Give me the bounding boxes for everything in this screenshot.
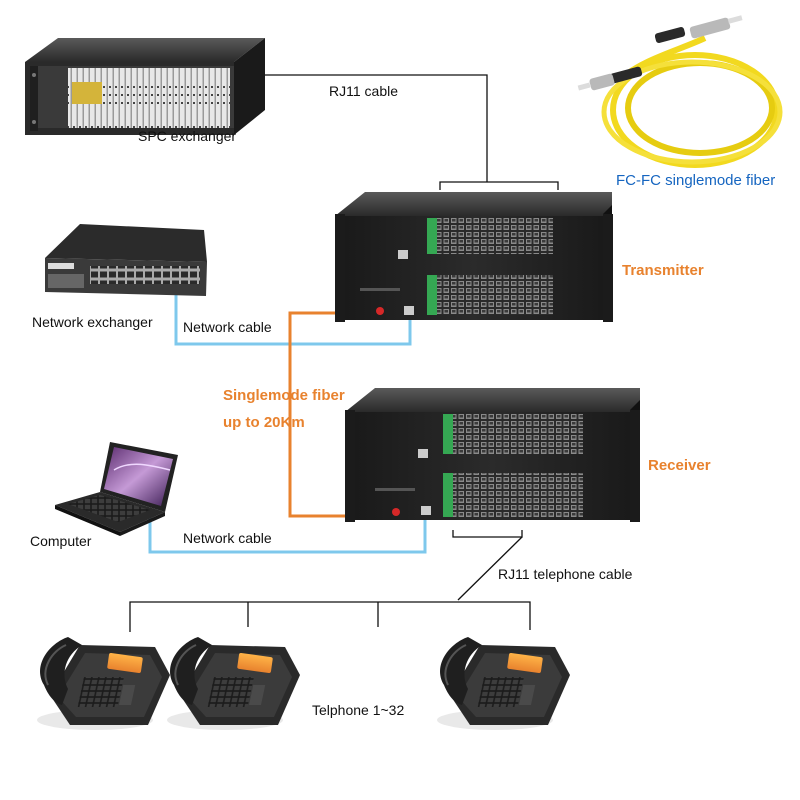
laptop-icon — [55, 442, 178, 536]
fiber-distance-label: up to 20Km — [223, 414, 305, 431]
singlemode-fiber-label: Singlemode fiber — [223, 387, 345, 404]
network-cable-bottom-label: Network cable — [183, 530, 272, 546]
fiber-patch-cord-icon — [577, 15, 783, 168]
network-exchanger-label: Network exchanger — [32, 314, 153, 330]
fiber-patch-label: FC-FC singlemode fiber — [616, 172, 776, 189]
rj11-telephone-cable-line — [129, 530, 531, 632]
network-switch-icon — [45, 224, 207, 296]
spc-exchanger-label: SPC exchanger — [138, 128, 237, 144]
receiver-label: Receiver — [648, 457, 711, 474]
telephone-icon — [436, 636, 571, 731]
rj11-cable-spc-line — [238, 74, 559, 190]
receiver-chassis-icon — [345, 388, 640, 522]
telephone-icon — [166, 636, 301, 731]
transmitter-label: Transmitter — [622, 262, 704, 279]
telephone-range-label: Telphone 1~32 — [312, 702, 405, 718]
network-cable-bottom-line — [148, 512, 427, 554]
rj11-cable-label: RJ11 cable — [329, 83, 399, 99]
spc-exchanger-icon — [25, 38, 265, 135]
computer-label: Computer — [30, 533, 92, 549]
rj11-telephone-cable-label: RJ11 telephone cable — [498, 566, 633, 582]
network-cable-top-line — [174, 290, 412, 346]
network-cable-top-label: Network cable — [183, 319, 272, 335]
transmitter-chassis-icon — [335, 192, 613, 322]
telephone-icon — [36, 636, 171, 731]
